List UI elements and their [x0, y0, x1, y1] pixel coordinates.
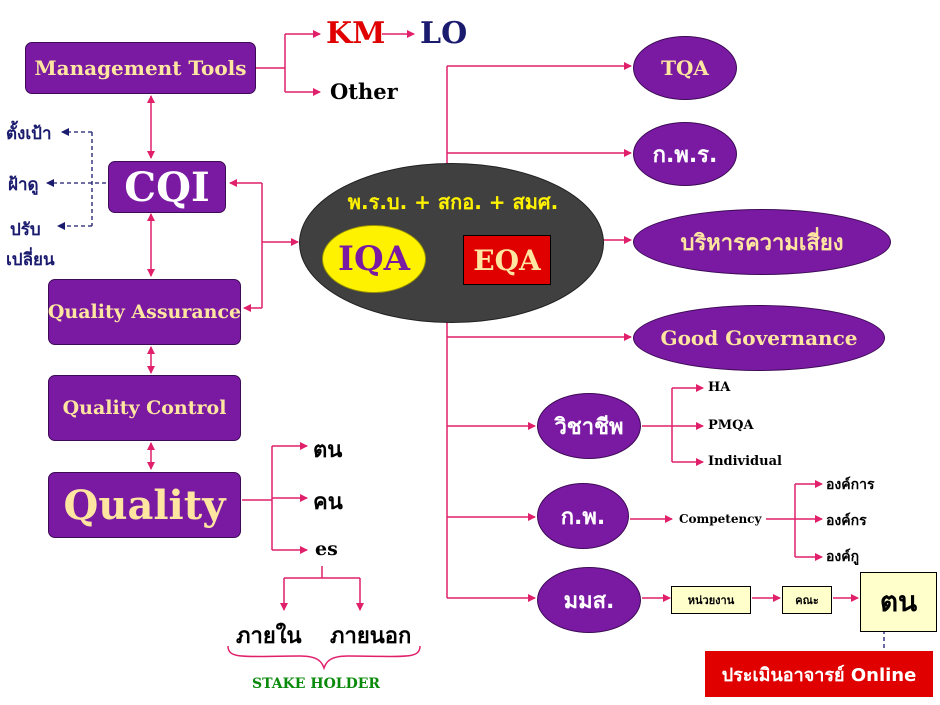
profession-ellipse: วิชาชีพ	[537, 393, 641, 459]
kpr-label: ก.พ.ร.	[652, 142, 718, 168]
risk-management-label: บริหารความเสี่ยง	[680, 230, 844, 256]
eqa-box: EQA	[463, 235, 551, 285]
kp-ellipse: ก.พ.	[537, 483, 629, 549]
profession-item-pmqa: PMQA	[708, 418, 754, 433]
cqi-cycle-change: เปลี่ยน	[6, 250, 55, 270]
competency-item-2: องค์กร	[826, 513, 867, 529]
tqa-ellipse: TQA	[633, 36, 737, 100]
quality-control-box: Quality Control	[48, 375, 241, 441]
cqi-cycle-monitor: ฝ้าดู	[8, 175, 39, 195]
profession-item-individual: Individual	[708, 454, 782, 469]
eqa-label: EQA	[473, 243, 541, 277]
stakeholder-label: STAKE HOLDER	[252, 676, 381, 692]
unit-box: หน่วยงาน	[671, 586, 751, 614]
online-evaluation-box: ประเมินอาจารย์ Online	[705, 651, 933, 697]
unit-label: หน่วยงาน	[687, 594, 735, 607]
iqa-ellipse: IQA	[322, 225, 426, 293]
tqa-label: TQA	[661, 56, 709, 80]
quality-branch-people: คน	[313, 490, 343, 515]
competency-item-1: องค์การ	[826, 477, 875, 493]
faculty-label: คณะ	[795, 594, 819, 607]
cqi-cycle-adjust: ปรับ	[10, 220, 41, 240]
other-label: Other	[330, 79, 398, 104]
quality-assurance-box: Quality Assurance	[48, 279, 241, 345]
standards-header: พ.ร.บ. + สกอ. + สมศ.	[347, 190, 559, 214]
risk-management-ellipse: บริหารความเสี่ยง	[633, 209, 891, 275]
msu-label: มมส.	[563, 588, 615, 614]
stakeholder-external: ภายนอก	[330, 624, 412, 649]
faculty-box: คณะ	[782, 586, 832, 614]
quality-assurance-label: Quality Assurance	[47, 301, 242, 323]
msu-ellipse: มมส.	[537, 567, 641, 633]
quality-box: Quality	[48, 472, 241, 538]
self-label: ตน	[879, 585, 918, 618]
profession-label: วิชาชีพ	[554, 414, 624, 440]
good-governance-ellipse: Good Governance	[633, 305, 885, 371]
quality-label: Quality	[63, 481, 226, 529]
iqa-label: IQA	[338, 239, 410, 279]
good-governance-label: Good Governance	[660, 326, 858, 350]
profession-item-ha: HA	[708, 380, 731, 395]
cqi-box: CQI	[108, 161, 226, 213]
lo-label: LO	[420, 16, 468, 51]
self-box: ตน	[860, 572, 937, 632]
quality-branch-self: ตน	[313, 438, 343, 463]
stakeholder-internal: ภายใน	[236, 624, 302, 649]
management-tools-box: Management Tools	[25, 42, 256, 94]
online-evaluation-label: ประเมินอาจารย์ Online	[721, 664, 917, 686]
quality-control-label: Quality Control	[62, 397, 227, 419]
cqi-label: CQI	[124, 163, 210, 211]
cqi-cycle-set-target: ตั้งเป้า	[6, 124, 52, 144]
management-tools-label: Management Tools	[34, 56, 247, 80]
competency-label: Competency	[679, 512, 762, 526]
quality-branch-es: es	[315, 538, 338, 560]
kp-label: ก.พ.	[560, 504, 606, 530]
km-label: KM	[326, 16, 386, 51]
competency-item-3: องค์กู	[826, 549, 860, 565]
kpr-ellipse: ก.พ.ร.	[633, 122, 737, 186]
